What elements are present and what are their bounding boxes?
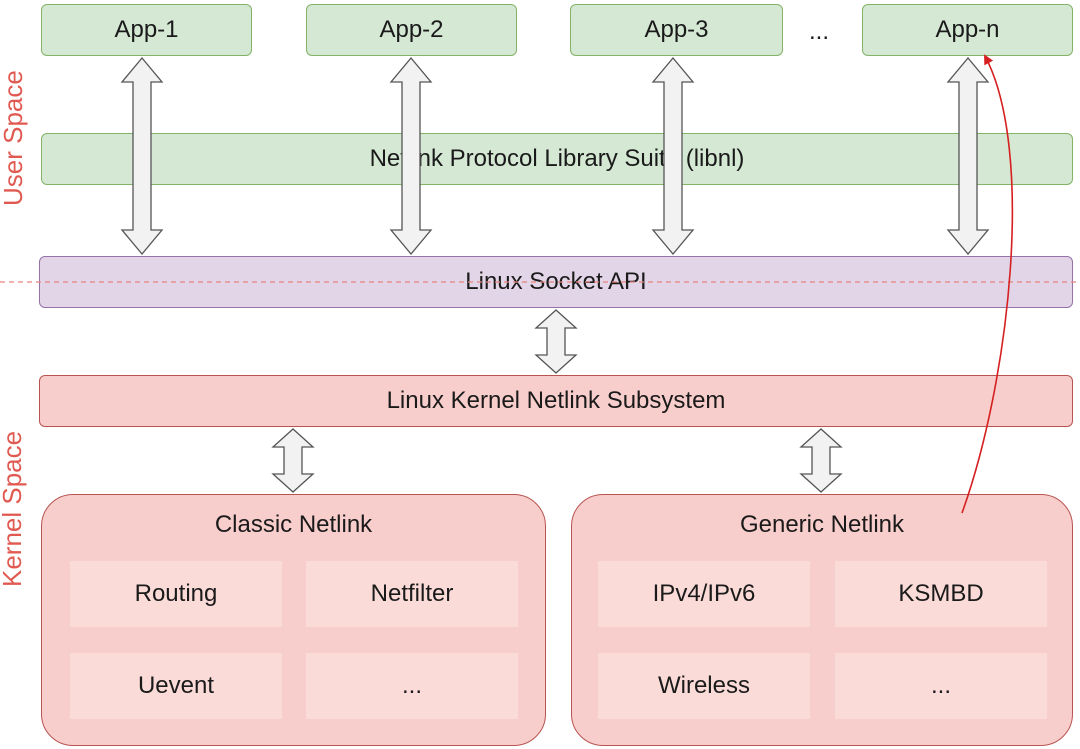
- app-box-n: App-n: [862, 4, 1073, 56]
- classic-item-routing: Routing: [70, 561, 282, 627]
- user-space-label: User Space: [0, 70, 28, 206]
- socket-api-layer: Linux Socket API: [39, 256, 1073, 308]
- classic-netlink-group: Classic Netlink Routing Netfilter Uevent…: [41, 494, 546, 746]
- kernel-netlink-layer: Linux Kernel Netlink Subsystem: [39, 375, 1073, 427]
- libnl-layer: Netlink Protocol Library Suite (libnl): [41, 133, 1073, 185]
- apps-ellipsis: ...: [809, 18, 830, 45]
- app-box-2: App-2: [306, 4, 517, 56]
- double-arrow-kernel-classic-icon: [271, 428, 315, 493]
- double-arrow-socket-kernel-icon: [534, 309, 578, 374]
- classic-item-more: ...: [306, 653, 518, 719]
- double-arrow-kernel-generic-icon: [799, 428, 843, 493]
- generic-netlink-title: Generic Netlink: [739, 511, 905, 538]
- classic-item-uevent: Uevent: [70, 653, 282, 719]
- generic-item-more: ...: [835, 653, 1047, 719]
- classic-item-netfilter: Netfilter: [306, 561, 518, 627]
- generic-item-ipv4-ipv6: IPv4/IPv6: [598, 561, 810, 627]
- generic-netlink-group: Generic Netlink IPv4/IPv6 KSMBD Wireless…: [571, 494, 1073, 746]
- app-box-1: App-1: [41, 4, 252, 56]
- generic-item-wireless: Wireless: [598, 653, 810, 719]
- generic-item-ksmbd: KSMBD: [835, 561, 1047, 627]
- classic-netlink-title: Classic Netlink: [214, 511, 373, 538]
- kernel-space-label: Kernel Space: [0, 430, 27, 587]
- app-box-3: App-3: [570, 4, 783, 56]
